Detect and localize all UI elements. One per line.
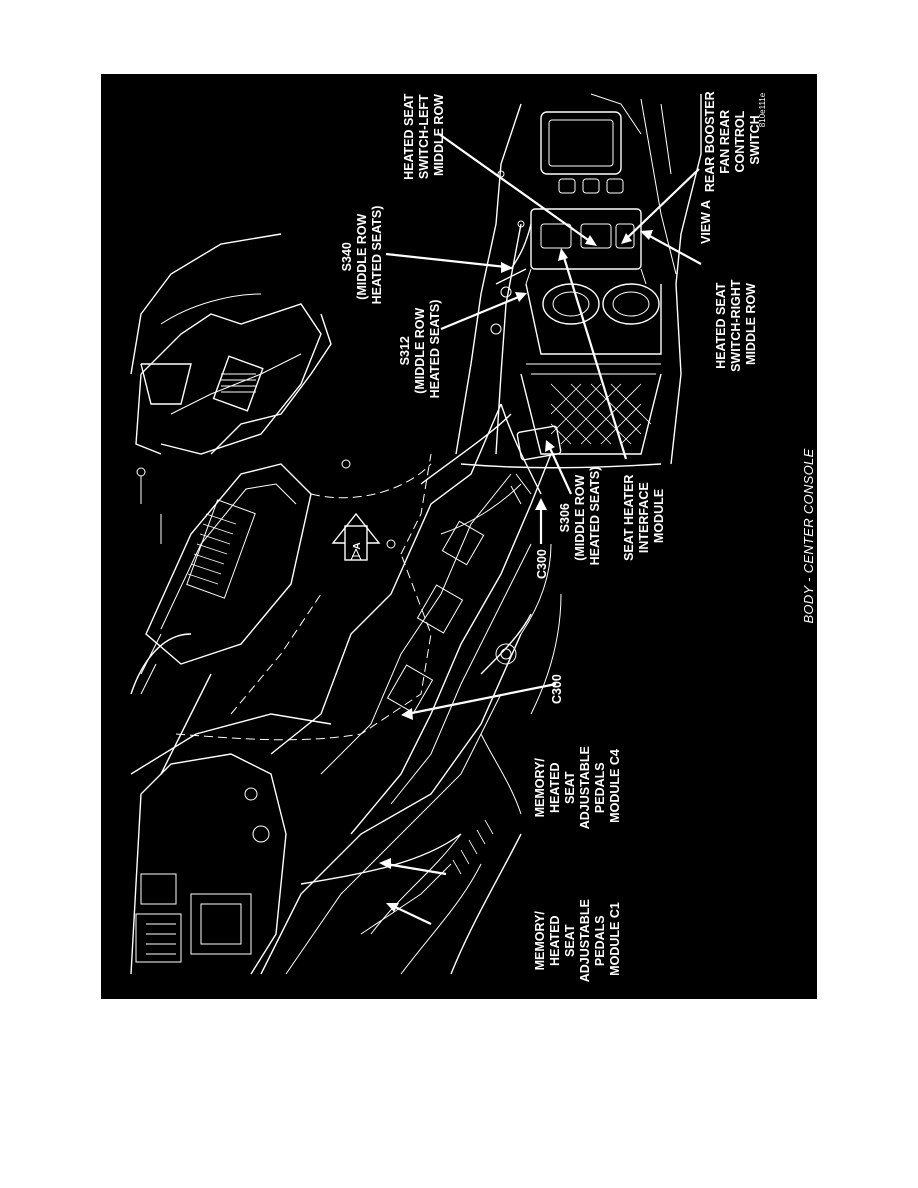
rear-booster-line: CONTROL bbox=[733, 110, 747, 172]
figure-id: 810e111e bbox=[758, 92, 767, 127]
switch-left-line: MIDDLE ROW bbox=[432, 94, 446, 176]
switch-left-line: SWITCH-LEFT bbox=[417, 94, 431, 179]
s340-line: S340 bbox=[340, 242, 354, 271]
view-a-text: VIEW A bbox=[699, 200, 713, 244]
label-memory-c4: MEMORY/ HEATED SEAT ADJUSTABLE PEDALS MO… bbox=[533, 743, 622, 830]
rear-booster-line: REAR BOOSTER bbox=[703, 91, 717, 192]
switch-right-line: MIDDLE ROW bbox=[744, 283, 758, 365]
label-s306: S306 (MIDDLE ROW HEATED SEATS) bbox=[558, 467, 602, 566]
callout-marker-a: A bbox=[352, 542, 363, 549]
memory-c4-line: MODULE C4 bbox=[608, 749, 622, 823]
svg-text:S312 (MIDDLE ROW H: S312 (MIDDLE ROW HEATED SEATS) bbox=[398, 300, 442, 399]
diagram-caption: BODY - CENTER CONSOLE bbox=[801, 448, 816, 623]
memory-c1-line: MEMORY/ bbox=[533, 911, 547, 971]
rear-booster-line: FAN REAR bbox=[718, 110, 732, 174]
label-c300-lower: C300 bbox=[550, 674, 564, 704]
memory-c4-line: MEMORY/ bbox=[533, 758, 547, 818]
label-seat-heater-interface-module: SEAT HEATER INTERFACE MODULE bbox=[622, 471, 666, 561]
s340-line: (MIDDLE ROW bbox=[355, 213, 369, 299]
memory-c4-line: HEATED bbox=[548, 763, 562, 813]
memory-c4-line: ADJUSTABLE bbox=[578, 746, 592, 829]
memory-c1-line: SEAT bbox=[563, 924, 577, 957]
seat-heater-line: MODULE bbox=[652, 489, 666, 543]
svg-text:REAR BOOSTER FAN REAR: REAR BOOSTER FAN REAR CONTROL SWITCH bbox=[703, 88, 762, 192]
label-heated-seat-switch-right: HEATED SEAT SWITCH-RIGHT MIDDLE ROW bbox=[714, 276, 758, 372]
c300-lower-text: C300 bbox=[550, 674, 564, 704]
memory-c1-line: HEATED bbox=[548, 916, 562, 966]
s312-line: S312 bbox=[398, 336, 412, 365]
svg-text:S340 (MIDDLE ROW H: S340 (MIDDLE ROW HEATED SEATS) bbox=[340, 206, 384, 305]
label-heated-seat-switch-left: HEATED SEAT SWITCH-LEFT MIDDLE ROW bbox=[402, 90, 446, 180]
memory-c1-line: MODULE C1 bbox=[608, 902, 622, 976]
label-memory-c1: MEMORY/ HEATED SEAT ADJUSTABLE PEDALS MO… bbox=[533, 896, 622, 983]
memory-c4-line: SEAT bbox=[563, 771, 577, 804]
label-c300-upper: C300 bbox=[535, 549, 549, 579]
label-s340: S340 (MIDDLE ROW HEATED SEATS) bbox=[340, 206, 384, 305]
s306-line: (MIDDLE ROW bbox=[573, 474, 587, 560]
rear-booster-line: SWITCH bbox=[748, 115, 762, 164]
s340-line: HEATED SEATS) bbox=[370, 206, 384, 305]
memory-c4-line: PEDALS bbox=[593, 762, 607, 813]
s312-line: HEATED SEATS) bbox=[428, 300, 442, 399]
label-rear-booster-fan-switch: REAR BOOSTER FAN REAR CONTROL SWITCH bbox=[703, 88, 762, 192]
switch-right-line: SWITCH-RIGHT bbox=[729, 279, 743, 372]
figure-id-text: 810e111e bbox=[758, 92, 767, 127]
seat-heater-line: INTERFACE bbox=[637, 482, 651, 553]
console-line-art bbox=[130, 93, 702, 975]
s306-line: S306 bbox=[558, 503, 572, 532]
switch-right-line: HEATED SEAT bbox=[714, 282, 728, 369]
label-s312: S312 (MIDDLE ROW HEATED SEATS) bbox=[398, 300, 442, 399]
memory-c1-line: PEDALS bbox=[593, 915, 607, 966]
svg-text:HEATED SEAT SWITCH-LEFT: HEATED SEAT SWITCH-LEFT MIDDLE ROW bbox=[402, 90, 446, 180]
s306-line: HEATED SEATS) bbox=[588, 467, 602, 566]
c300-upper-text: C300 bbox=[535, 549, 549, 579]
svg-text:SEAT HEATER INTERFACE: SEAT HEATER INTERFACE MODULE bbox=[622, 471, 666, 561]
svg-text:MEMORY/ HEATED SEA: MEMORY/ HEATED SEAT ADJUSTABLE PEDALS MO… bbox=[533, 743, 622, 830]
diagram-panel: MEMORY/ HEATED SEAT ADJUSTABLE PEDALS MO… bbox=[101, 74, 817, 999]
svg-text:MEMORY/ HEATED SEA: MEMORY/ HEATED SEAT ADJUSTABLE PEDALS MO… bbox=[533, 896, 622, 983]
s312-line: (MIDDLE ROW bbox=[413, 307, 427, 393]
svg-text:HEATED SEAT SWITCH-RIGHT: HEATED SEAT SWITCH-RIGHT MIDDLE ROW bbox=[714, 276, 758, 372]
memory-c1-line: ADJUSTABLE bbox=[578, 899, 592, 982]
label-view-a: VIEW A bbox=[699, 200, 713, 244]
console-diagram: MEMORY/ HEATED SEAT ADJUSTABLE PEDALS MO… bbox=[130, 88, 816, 983]
svg-text:S306 (MIDDLE ROW H: S306 (MIDDLE ROW HEATED SEATS) bbox=[558, 467, 602, 566]
callout-marker-text: A bbox=[352, 542, 363, 549]
label-pointers bbox=[379, 133, 702, 925]
seat-heater-line: SEAT HEATER bbox=[622, 475, 636, 561]
switch-left-line: HEATED SEAT bbox=[402, 93, 416, 180]
caption-text: BODY - CENTER CONSOLE bbox=[801, 448, 816, 623]
